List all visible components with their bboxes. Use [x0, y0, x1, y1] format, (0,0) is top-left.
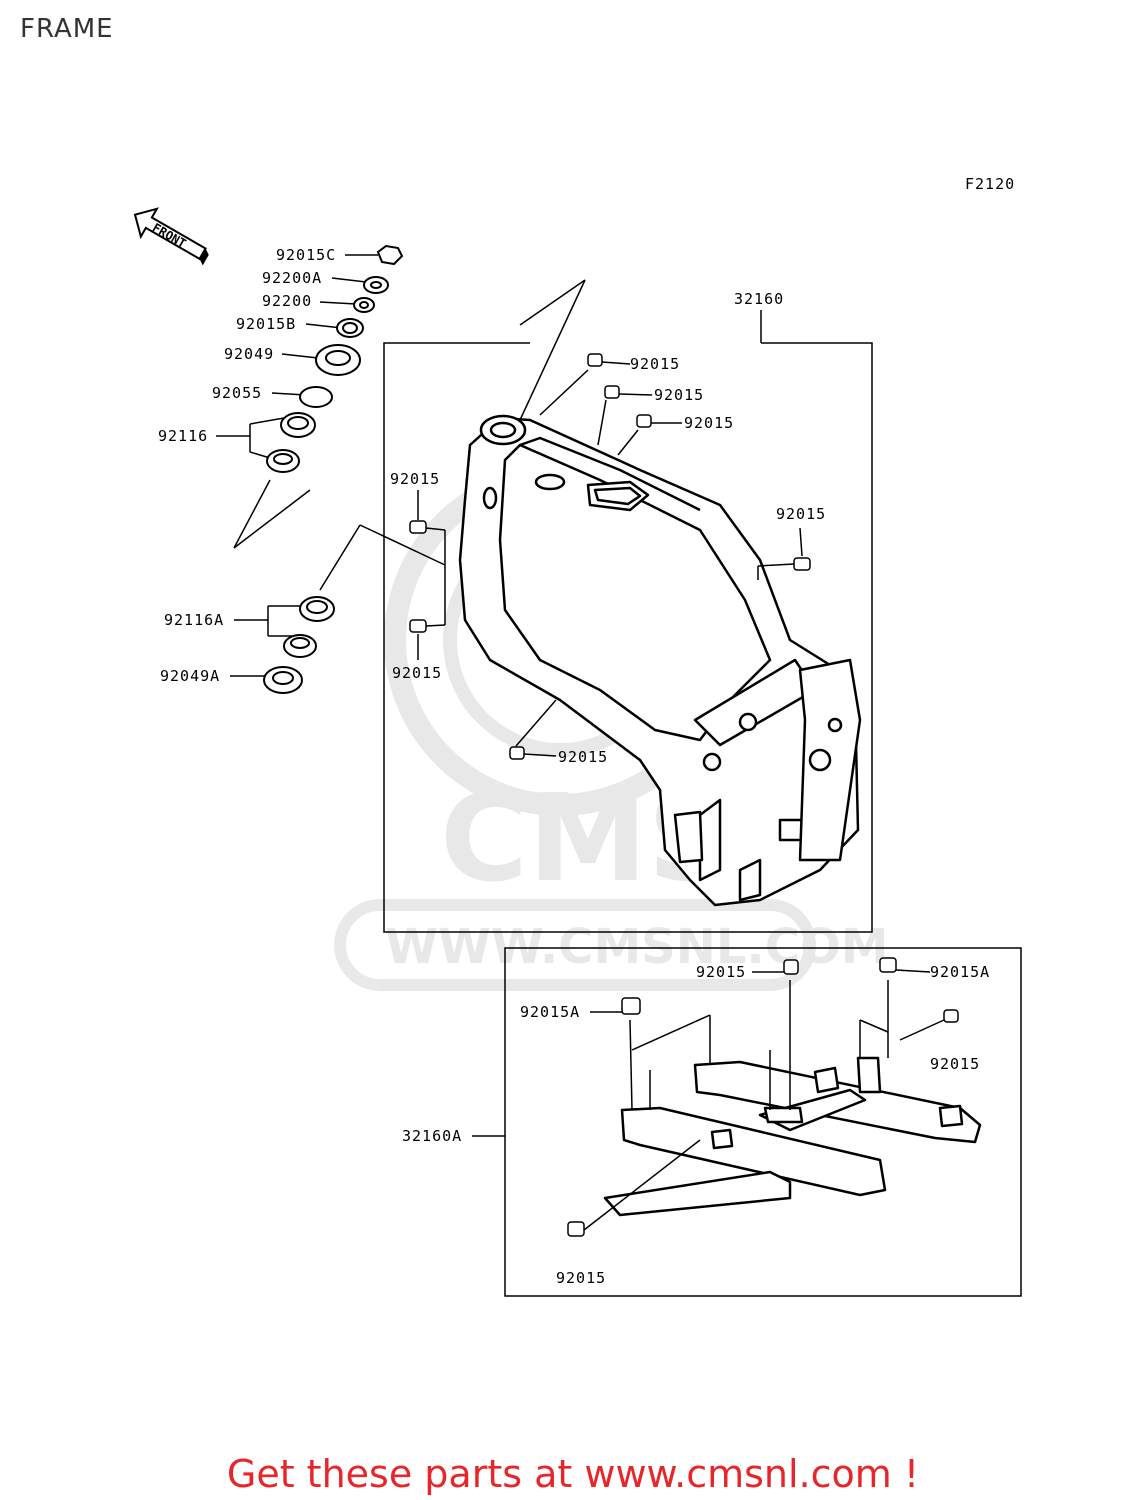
label-92015: 92015 [930, 1055, 980, 1073]
label-92200: 92200 [262, 292, 312, 310]
label-32160: 32160 [734, 290, 784, 308]
label-92015: 92015 [776, 505, 826, 523]
label-92055: 92055 [212, 384, 262, 402]
collar-icon [793, 557, 811, 571]
collar-icon [621, 997, 641, 1015]
label-92015: 92015 [392, 664, 442, 682]
frame-32160-box [383, 310, 873, 933]
label-92015: 92015 [630, 355, 680, 373]
collar-icon [587, 353, 603, 367]
watermark-url: WWW.CMSNL.COM [385, 919, 889, 975]
collar-icon [943, 1009, 959, 1023]
label-92015b: 92015B [236, 315, 296, 333]
label-92116: 92116 [158, 427, 208, 445]
label-92015: 92015 [684, 414, 734, 432]
collar-icon [409, 619, 427, 633]
footer-link[interactable]: Get these parts at www.cmsnl.com ! [0, 1452, 1146, 1496]
subframe-32160a-box [472, 947, 1022, 1297]
footer-link-text[interactable]: Get these parts at www.cmsnl.com ! [226, 1452, 920, 1496]
label-92049: 92049 [224, 345, 274, 363]
label-92015: 92015 [558, 748, 608, 766]
label-92015: 92015 [556, 1269, 606, 1287]
front-arrow-icon: FRONT [133, 207, 209, 266]
page-title: FRAME [20, 14, 114, 44]
oring-92055-icon [299, 386, 333, 408]
nut-92015c-icon [376, 244, 404, 266]
collar-icon [567, 1221, 585, 1237]
label-92015: 92015 [696, 963, 746, 981]
frame-parts-diagram: CMS WWW.CMSNL.COM F2120 FRONT [133, 175, 1022, 1297]
label-92015: 92015 [390, 470, 440, 488]
label-92200a: 92200A [262, 269, 322, 287]
collar-icon [879, 957, 897, 973]
label-92049a: 92049A [160, 667, 220, 685]
collar-icon [409, 520, 427, 534]
collar-icon [604, 385, 620, 399]
collar-icon [636, 414, 652, 428]
label-92015a: 92015A [520, 1003, 580, 1021]
collar-icon [783, 959, 799, 975]
label-92015c: 92015C [276, 246, 336, 264]
collar-icon [509, 746, 525, 760]
figure-code: F2120 [965, 175, 1015, 193]
label-92015a: 92015A [930, 963, 990, 981]
main-frame-drawing [458, 414, 862, 907]
subframe-drawing [603, 1056, 982, 1217]
label-92116a: 92116A [164, 611, 224, 629]
front-label: FRONT [150, 220, 188, 250]
label-92015: 92015 [654, 386, 704, 404]
label-32160a: 32160A [402, 1127, 462, 1145]
